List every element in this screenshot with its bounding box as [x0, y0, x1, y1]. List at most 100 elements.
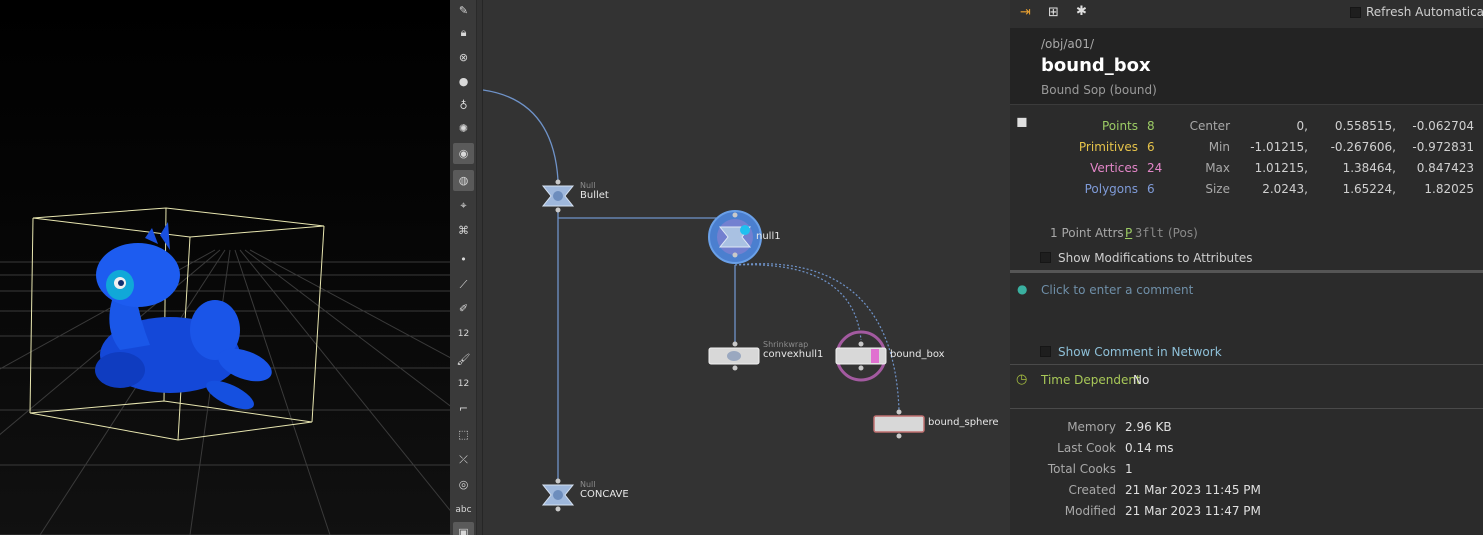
node-bound-sphere[interactable]: bound_sphere [928, 417, 999, 428]
record-icon[interactable]: ◎ [458, 478, 469, 491]
points-label: Points [1101, 119, 1138, 133]
edge-icon[interactable]: ⟋ [459, 277, 468, 291]
bounds-z: -0.972831 [1412, 140, 1474, 154]
bounds-y: 1.38464, [1342, 161, 1396, 175]
point-attr-type: 3flt [1135, 226, 1164, 240]
display-options-icon[interactable]: ◍ [453, 170, 474, 191]
close-circle-icon[interactable]: ⊗ [458, 51, 469, 64]
snap-icon[interactable]: ⌖ [460, 198, 467, 212]
viewport-toolbar: ✎ 🔒︎ ⊗ ● ♁ ✺ ◉ ◍ ⌖ ⌘ • ⟋ ✐ 12 🖌︎ 12 ⌐ ⬚ … [450, 0, 477, 535]
camera-view-icon[interactable]: ◉ [453, 143, 474, 164]
node-bullet[interactable]: Bullet [580, 190, 609, 201]
polygons-value: 6 [1147, 182, 1155, 196]
node-null1[interactable]: null1 [756, 231, 781, 242]
node-concave[interactable]: CONCAVE [580, 489, 629, 500]
point-icon[interactable]: • [460, 253, 467, 266]
lock-icon[interactable]: 🔒︎ [460, 25, 467, 39]
show-modifications-label: Show Modifications to Attributes [1058, 251, 1253, 265]
paint-icon[interactable]: 🖌︎ [456, 353, 471, 366]
vertices-value: 24 [1147, 161, 1163, 175]
view-icon[interactable]: ▣ [453, 522, 474, 535]
divider [1010, 364, 1483, 365]
node-type-label: Null [580, 480, 596, 489]
add-icon[interactable]: ⊞ [1048, 5, 1059, 20]
modified-label: Modified [1064, 504, 1116, 518]
prim-numbers-icon[interactable]: 12 [457, 378, 470, 389]
pin-icon[interactable]: ⇥ [1020, 5, 1031, 20]
point-attr-name[interactable]: P [1125, 226, 1133, 240]
last-cook-value: 0.14 ms [1125, 441, 1174, 455]
refresh-automatically-label: Refresh Automatically [1366, 5, 1483, 19]
node-header: /obj/a01/ bound_box Bound Sop (bound) [1010, 28, 1483, 105]
network-wires [483, 89, 925, 512]
debug-icon[interactable]: ✱ [1076, 4, 1087, 19]
node-name: bound_box [1041, 55, 1151, 76]
node-convexhull1-shape [708, 341, 760, 371]
bounds-label: Size [1205, 182, 1230, 196]
vertices-label: Vertices [1090, 161, 1138, 175]
total-cooks-value: 1 [1125, 462, 1133, 476]
node-null1-shape [708, 210, 762, 264]
primitives-label: Primitives [1078, 140, 1138, 154]
created-label: Created [1068, 483, 1117, 497]
node-convexhull1[interactable]: convexhull1 [763, 349, 824, 360]
total-cooks-label: Total Cooks [1047, 462, 1116, 476]
grid-snap-icon[interactable]: ⌘ [458, 224, 469, 237]
bounds-label: Min [1208, 140, 1230, 154]
network-editor[interactable]: Null Bullet null1 Shrinkwrap convexhull1… [483, 0, 1010, 535]
show-comment-checkbox[interactable] [1040, 346, 1051, 357]
node-path: /obj/a01/ [1041, 37, 1095, 51]
3d-viewport[interactable] [0, 0, 450, 535]
show-modifications-checkbox[interactable] [1040, 252, 1051, 263]
comment-icon: ● [1017, 282, 1028, 296]
points-value: 8 [1147, 119, 1155, 133]
geometry-cube-icon: ◼ [1016, 114, 1028, 130]
brush-icon[interactable]: ✐ [458, 302, 469, 315]
light-bulb-icon[interactable]: ♁ [459, 99, 468, 112]
pane-splitter[interactable] [477, 0, 483, 535]
polygons-label: Polygons [1084, 182, 1138, 196]
select-mode-icon[interactable]: ✎ [458, 4, 469, 17]
divider [1010, 408, 1483, 409]
bounds-z: 1.82025 [1424, 182, 1474, 196]
node-concave-shape [541, 478, 575, 512]
node-bound-box-shape [835, 330, 887, 382]
bounds-y: 0.558515, [1334, 119, 1396, 133]
light-icon[interactable]: ✺ [458, 122, 469, 135]
bounds-label: Max [1205, 161, 1230, 175]
memory-value: 2.96 KB [1125, 420, 1172, 434]
memory-label: Memory [1067, 420, 1116, 434]
node-info-panel: ⇥ ⊞ ✱ Refresh Automatically /obj/a01/ bo… [1010, 0, 1483, 535]
divider [1010, 270, 1483, 273]
node-type: Bound Sop (bound) [1041, 83, 1157, 97]
text-tool-icon[interactable]: abc [455, 504, 472, 515]
bounds-x: 1.01215, [1254, 161, 1308, 175]
bounds-label: Center [1189, 119, 1230, 133]
created-value: 21 Mar 2023 11:45 PM [1125, 483, 1261, 497]
last-cook-label: Last Cook [1057, 441, 1116, 455]
node-bound-box[interactable]: bound_box [890, 349, 945, 360]
modified-value: 21 Mar 2023 11:47 PM [1125, 504, 1261, 518]
point-attr-desc: (Pos) [1168, 226, 1198, 240]
time-dependent-value: No [1133, 373, 1150, 387]
bounds-x: 0, [1296, 119, 1308, 133]
normals-icon[interactable]: ⌐ [458, 402, 469, 415]
clock-icon: ◷ [1016, 372, 1028, 387]
node-bound-sphere-shape [873, 409, 925, 439]
info-toolbar: ⇥ ⊞ ✱ Refresh Automatically [1010, 0, 1483, 28]
refresh-automatically-checkbox[interactable] [1350, 7, 1361, 18]
bounds-y: 1.65224, [1342, 182, 1396, 196]
comment-input[interactable]: Click to enter a comment [1041, 283, 1194, 297]
point-attrs-label: 1 Point Attrs [1050, 226, 1124, 240]
bounds-z: -0.062704 [1412, 119, 1474, 133]
node-type-label: Shrinkwrap [763, 340, 809, 349]
node-bullet-shape [541, 179, 575, 213]
node-type-label: Null [580, 181, 596, 190]
point-numbers-icon[interactable]: 12 [457, 328, 470, 339]
transform-icon[interactable]: ⬚ [458, 428, 469, 441]
sphere-icon[interactable]: ● [458, 75, 469, 88]
viewport-scene [0, 207, 450, 535]
bounds-z: 0.847423 [1416, 161, 1474, 175]
bounds-y: -0.267606, [1330, 140, 1396, 154]
handle-icon[interactable]: ⤫ [459, 452, 468, 466]
